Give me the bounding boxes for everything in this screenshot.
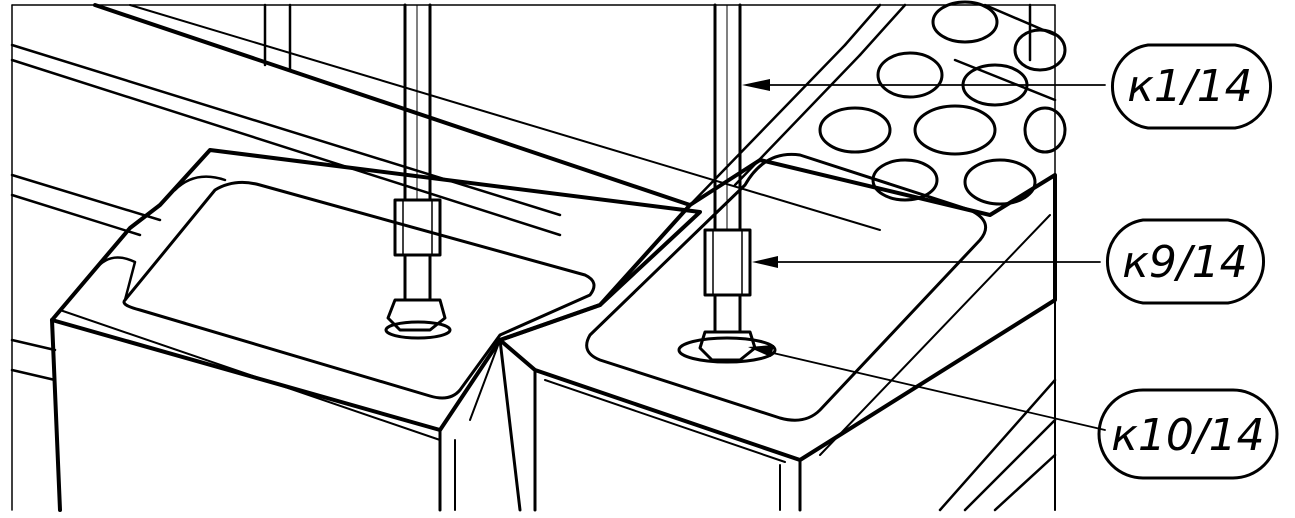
left-base-block [50, 148, 702, 512]
callout-k10: к10/14 [1097, 388, 1279, 480]
leader-lines [754, 84, 1106, 431]
callout-k9-bubble [1106, 218, 1265, 305]
hole-pattern [818, 0, 1067, 206]
callout-k1-bubble [1111, 43, 1272, 130]
right-base-block [498, 152, 1057, 512]
callout-k9: к9/14 [1106, 218, 1265, 305]
callout-k10-bubble [1097, 388, 1279, 480]
leader-arrowheads [742, 79, 778, 357]
right-rod-assembly [677, 3, 777, 364]
callout-k1: к1/14 [1111, 43, 1272, 130]
callout-k10-label: к10/14 [1111, 410, 1264, 461]
callout-k9-label: к9/14 [1122, 237, 1247, 288]
left-rod-assembly [384, 3, 452, 340]
callout-k1-label: к1/14 [1127, 61, 1252, 112]
